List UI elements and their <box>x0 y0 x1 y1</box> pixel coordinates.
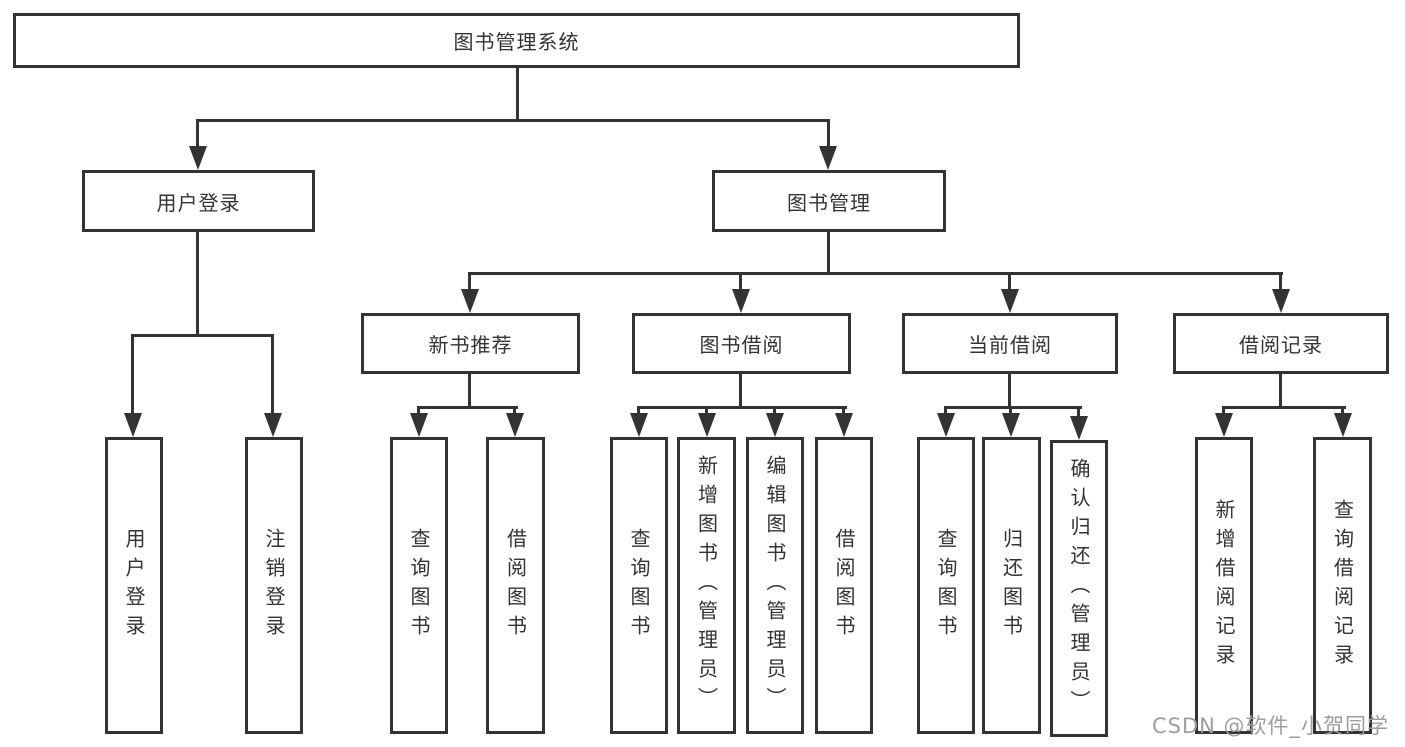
connector-drop-records <box>1279 272 1282 293</box>
connector-user-login-stub <box>196 232 199 337</box>
connector-book-mgmt-stub <box>827 232 830 275</box>
arrowhead-login-leaf <box>124 413 142 437</box>
connector-drop-a1 <box>417 406 420 417</box>
leaf-records-query: 查询借阅记录 <box>1313 437 1372 734</box>
connector-drop-b4 <box>842 406 845 417</box>
arrowhead-c3 <box>1070 416 1088 440</box>
connector-drop-book-mgmt <box>827 119 830 150</box>
arrowhead-logout-leaf <box>264 413 282 437</box>
connector-level3-hline <box>468 272 1283 275</box>
leaf-borrowing-add-admin-label: 新增图书（管理员） <box>694 455 719 716</box>
leaf-newbooks-query: 查询图书 <box>390 437 448 734</box>
connector-new-books-stub <box>468 374 471 409</box>
leaf-borrowing-query-label: 查询图书 <box>627 527 651 644</box>
node-new-book-recommend-label: 新书推荐 <box>428 333 513 357</box>
arrowhead-user-login <box>189 146 207 170</box>
node-borrowing-records-label: 借阅记录 <box>1239 333 1323 357</box>
leaf-current-return: 归还图书 <box>982 437 1041 734</box>
node-borrowing-records: 借阅记录 <box>1173 313 1389 374</box>
connector-drop-borrowing <box>739 272 742 293</box>
node-user-login-label: 用户登录 <box>156 190 241 215</box>
node-user-login: 用户登录 <box>82 170 315 232</box>
node-book-mgmt-label: 图书管理 <box>787 190 871 215</box>
leaf-logout-label: 注销登录 <box>262 527 286 644</box>
arrowhead-borrowing <box>732 289 750 313</box>
node-new-book-recommend: 新书推荐 <box>361 313 580 374</box>
connector-drop-b2 <box>705 406 708 417</box>
arrowhead-d1 <box>1215 413 1233 437</box>
leaf-borrowing-borrow: 借阅图书 <box>815 437 873 734</box>
connector-drop-a2 <box>513 406 516 417</box>
arrowhead-a1 <box>410 413 428 437</box>
node-root: 图书管理系统 <box>13 13 1020 68</box>
connector-root-stub <box>516 68 519 122</box>
arrowhead-b1 <box>630 413 648 437</box>
connector-drop-new-books <box>468 272 471 293</box>
leaf-records-add-label: 新增借阅记录 <box>1212 498 1236 673</box>
connector-drop-b1 <box>637 406 640 417</box>
leaf-user-login-label: 用户登录 <box>122 527 146 644</box>
connector-new-books-hline <box>417 406 518 409</box>
arrowhead-new-books <box>461 289 479 313</box>
arrowhead-book-mgmt <box>819 146 837 170</box>
connector-borrowing-hline <box>637 406 847 409</box>
watermark: CSDN @软件_小贺同学 <box>1152 714 1390 738</box>
leaf-current-return-label: 归还图书 <box>999 527 1024 644</box>
node-book-mgmt: 图书管理 <box>712 170 946 232</box>
leaf-records-add: 新增借阅记录 <box>1195 437 1253 734</box>
arrowhead-b3 <box>766 413 784 437</box>
leaf-current-confirm-admin-label: 确认归还（管理员） <box>1067 458 1091 719</box>
arrowhead-b4 <box>835 413 853 437</box>
leaf-records-query-label: 查询借阅记录 <box>1330 498 1355 673</box>
connector-records-hline <box>1222 406 1346 409</box>
arrowhead-c2 <box>1002 413 1020 437</box>
node-book-borrowing-label: 图书借阅 <box>699 333 784 357</box>
leaf-current-query: 查询图书 <box>917 437 975 734</box>
arrowhead-c1 <box>937 413 955 437</box>
connector-current-stub <box>1008 374 1011 409</box>
leaf-newbooks-query-label: 查询图书 <box>407 527 431 644</box>
leaf-newbooks-borrow: 借阅图书 <box>486 437 545 734</box>
connector-current-hline <box>944 406 1082 409</box>
node-root-label: 图书管理系统 <box>453 30 580 54</box>
connector-records-stub <box>1279 374 1282 409</box>
leaf-borrowing-edit-admin: 编辑图书（管理员） <box>746 437 804 734</box>
connector-drop-current <box>1008 272 1011 293</box>
connector-user-login-hline <box>131 334 274 337</box>
leaf-borrowing-add-admin: 新增图书（管理员） <box>677 437 736 734</box>
connector-drop-user-login <box>196 119 199 150</box>
connector-drop-d1 <box>1222 406 1225 417</box>
connector-borrowing-stub <box>739 374 742 409</box>
connector-drop-login-leaf <box>131 334 134 415</box>
leaf-borrowing-borrow-label: 借阅图书 <box>832 527 856 644</box>
connector-drop-c1 <box>944 406 947 417</box>
connector-drop-b3 <box>773 406 776 417</box>
connector-drop-c3 <box>1077 406 1080 420</box>
leaf-current-query-label: 查询图书 <box>934 527 958 644</box>
arrowhead-b2 <box>698 413 716 437</box>
connector-drop-c2 <box>1009 406 1012 417</box>
connector-drop-logout-leaf <box>271 334 274 415</box>
leaf-logout: 注销登录 <box>245 437 303 734</box>
connector-drop-d2 <box>1341 406 1344 417</box>
arrowhead-records <box>1272 289 1290 313</box>
leaf-borrowing-query: 查询图书 <box>610 437 668 734</box>
leaf-current-confirm-admin: 确认归还（管理员） <box>1050 440 1108 737</box>
node-current-borrowing-label: 当前借阅 <box>968 333 1052 357</box>
connector-level1-hline <box>196 119 830 122</box>
leaf-borrowing-edit-admin-label: 编辑图书（管理员） <box>763 455 787 716</box>
arrowhead-a2 <box>506 413 524 437</box>
leaf-newbooks-borrow-label: 借阅图书 <box>503 527 528 644</box>
leaf-user-login: 用户登录 <box>105 437 163 734</box>
node-current-borrowing: 当前借阅 <box>902 313 1118 374</box>
arrowhead-current <box>1001 289 1019 313</box>
node-book-borrowing: 图书借阅 <box>632 313 851 374</box>
arrowhead-d2 <box>1334 413 1352 437</box>
